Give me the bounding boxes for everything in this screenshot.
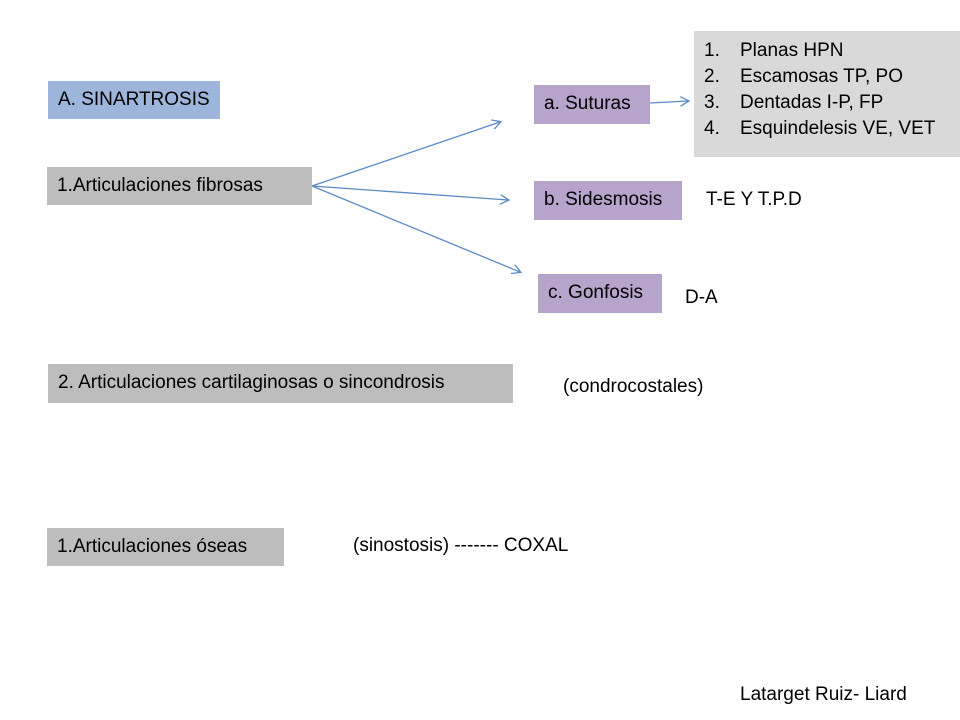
list-item: 3.Dentadas I-P, FP [704, 92, 884, 113]
gonfosis-box: c. Gonfosis [538, 274, 662, 313]
cartilaginosas-note: (condrocostales) [563, 376, 704, 397]
list-item: 1.Planas HPN [704, 40, 844, 61]
sidesmosis-box: b. Sidesmosis [534, 181, 682, 220]
arrow-to-suturas [311, 122, 500, 187]
fibrosas-box: 1.Articulaciones fibrosas [47, 167, 312, 205]
oseas-note: (sinostosis) ------- COXAL [353, 535, 569, 556]
list-item: 2.Escamosas TP, PO [704, 66, 903, 87]
arrow-to-gonfosis [311, 185, 520, 272]
gonfosis-note: D-A [685, 287, 718, 308]
arrow-to-sidesmosis [311, 185, 508, 200]
sutura-types-list: 1.Planas HPN 2.Escamosas TP, PO 3.Dentad… [694, 31, 960, 157]
credit-text: Latarget Ruiz- Liard [740, 684, 907, 705]
oseas-box: 1.Articulaciones óseas [47, 528, 284, 566]
sinartrosis-box: A. SINARTROSIS [48, 81, 220, 119]
sidesmosis-note: T-E Y T.P.D [706, 189, 802, 210]
cartilaginosas-box: 2. Articulaciones cartilaginosas o sinco… [48, 364, 513, 403]
arrow-to-sutura-list [649, 101, 688, 103]
suturas-box: a. Suturas [534, 85, 650, 124]
list-item: 4.Esquindelesis VE, VET [704, 118, 936, 139]
